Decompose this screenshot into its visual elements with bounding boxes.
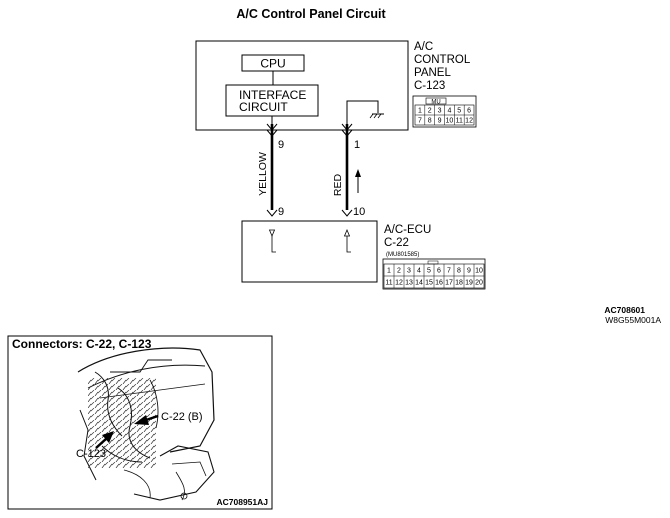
c22-pin-11: 11 — [385, 280, 392, 287]
c22-pin-20: 20 — [475, 280, 483, 287]
callout-c123-label: C-123 — [76, 448, 106, 460]
c123-pin-10: 10 — [446, 118, 454, 125]
c22-pin-4: 4 — [417, 268, 421, 275]
c22-pin-15: 15 — [425, 280, 433, 287]
ecu-terminal-10 — [343, 228, 351, 253]
c22-pin-5: 5 — [427, 268, 431, 275]
connector-panel-heading: Connectors: C-22, C-123 — [12, 337, 152, 351]
callout-c22-label: C-22 (B) — [161, 411, 203, 423]
c123-pin-2: 2 — [428, 108, 432, 115]
diagram-reference-code-2: W8G55M001A — [605, 315, 661, 325]
c123-pin-5: 5 — [457, 108, 461, 115]
ground-symbol-icon — [369, 113, 384, 119]
c22-pin-7: 7 — [447, 268, 451, 275]
diagram-reference-code: AC708601 — [604, 305, 645, 315]
c123-pin-7: 7 — [418, 118, 422, 125]
signal-direction-arrow-icon — [355, 169, 361, 193]
c22-pin-19: 19 — [465, 280, 473, 287]
c22-pin-1: 1 — [387, 268, 391, 275]
c123-pin-3: 3 — [438, 108, 442, 115]
photo-reference-code: AC708951AJ — [216, 497, 268, 507]
interface-label-line1: INTERFACE — [239, 88, 306, 102]
ecu-connector-id: C-22 — [384, 237, 409, 249]
c22-pin-12: 12 — [395, 280, 403, 287]
c123-callout-arrow-icon — [95, 431, 114, 449]
c123-pin-11: 11 — [456, 118, 463, 125]
ecu-name: A/C-ECU — [384, 224, 431, 236]
c123-pin-1: 1 — [418, 108, 422, 115]
c123-pin-6: 6 — [467, 108, 471, 115]
wire-yellow-color-label: YELLOW — [257, 152, 269, 196]
ecu-box — [241, 220, 378, 283]
control-panel-name-line1: A/C — [414, 41, 433, 53]
ecu-terminal-9 — [268, 229, 276, 253]
connector-location-panel: Connectors: C-22, C-123 C-22 (B) C-123 A… — [7, 335, 273, 510]
c22-pin-17: 17 — [445, 280, 453, 287]
cpu-label: CPU — [260, 57, 285, 71]
c22-callout-arrow-icon — [134, 414, 159, 425]
c22-pin-6: 6 — [437, 268, 441, 275]
c123-pin-8: 8 — [428, 118, 432, 125]
wire-yellow-to-pin: 9 — [278, 206, 284, 218]
control-panel-connector-id: C-123 — [414, 80, 445, 92]
c123-connector-header: MU — [431, 100, 440, 106]
c22-pin-9: 9 — [467, 268, 471, 275]
c22-pin-8: 8 — [457, 268, 461, 275]
c22-pin-13: 13 — [405, 280, 413, 287]
c22-pin-14: 14 — [415, 280, 423, 287]
wire-red — [341, 123, 353, 217]
c22-pin-16: 16 — [435, 280, 443, 287]
wire-red-to-pin: 10 — [353, 206, 365, 218]
dashboard-location-photo — [77, 347, 215, 501]
diagram-title: A/C Control Panel Circuit — [236, 7, 386, 21]
control-panel-name-line2: CONTROL — [414, 54, 471, 66]
ecu-part-number: (MU801585) — [386, 252, 419, 258]
control-panel-box — [195, 40, 409, 131]
wire-yellow — [266, 123, 278, 217]
c22-pin-18: 18 — [455, 280, 463, 287]
c22-pin-3: 3 — [407, 268, 411, 275]
ground-circuit-line — [346, 100, 379, 124]
wire-yellow-from-pin: 9 — [278, 139, 284, 151]
interface-label-line2: CIRCUIT — [239, 100, 288, 114]
wire-red-color-label: RED — [332, 173, 344, 196]
c123-pin-9: 9 — [438, 118, 442, 125]
control-panel-name-line3: PANEL — [414, 67, 451, 79]
wire-red-from-pin: 1 — [354, 139, 360, 151]
c123-pin-12: 12 — [465, 118, 473, 125]
c123-pin-4: 4 — [447, 108, 451, 115]
c22-pin-2: 2 — [397, 268, 401, 275]
c22-pin-10: 10 — [475, 268, 483, 275]
